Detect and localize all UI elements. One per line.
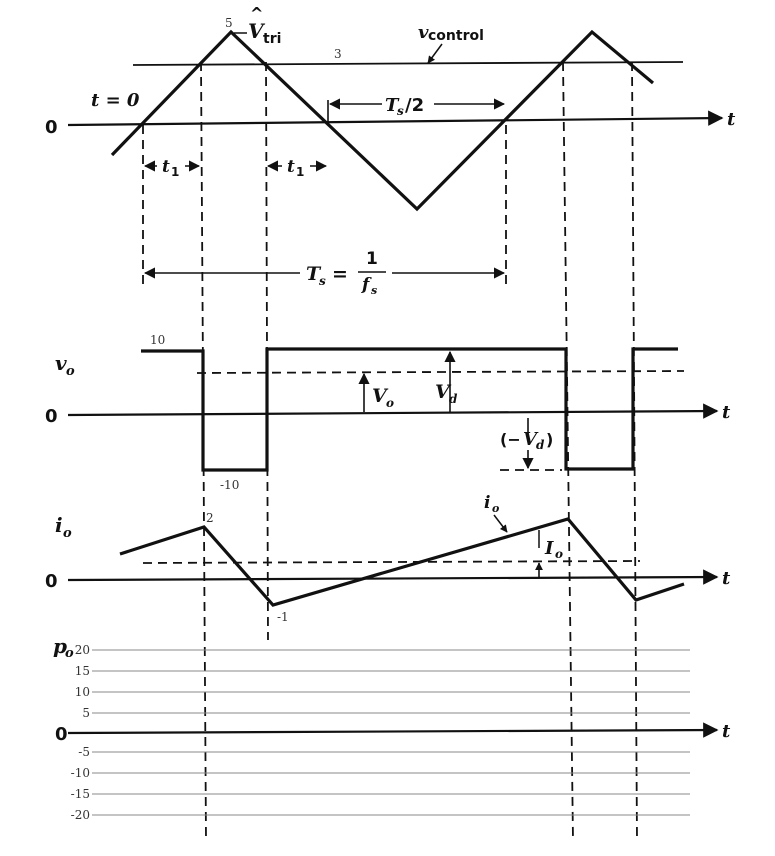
vo-average-line [196,370,685,374]
ts-denominator-sub: s [371,284,377,297]
ts-eq-sign: = [332,263,348,285]
po-grid-label: 20 [75,643,90,657]
ts-label: T [306,263,322,285]
po-grid-label: -5 [78,745,90,759]
t1-label-right-sub: 1 [296,165,304,179]
vo-time-axis [67,403,719,419]
ts-denominator: f [361,275,372,295]
neg-Vd-open: (− [500,430,521,449]
ts-half-label: T [385,95,400,116]
neg-Vd-label-sub: d [536,438,545,452]
io-min-annotation: -1 [277,610,289,624]
vo-high-annotation: 10 [150,333,165,347]
control-signal-line [132,61,684,66]
io-zero-label: 0 [45,571,58,592]
vtri-label-sub: tri [263,31,281,47]
po-axis-label: p [53,634,67,658]
guide-line-a [200,61,207,841]
io-curve-label: i [484,493,490,513]
vcontrol-label: v [418,22,429,43]
io-t-axis-label: t [722,568,731,589]
po-t-axis-label: t [722,721,731,742]
vtri-hat: ^ [250,4,263,23]
vo-axis-label-sub: o [66,364,75,379]
control-level-annotation: 3 [334,47,342,61]
po-grid [92,649,690,816]
carrier-panel: 0 t 5 ^ V tri 3 v control t = 0 T s /2 t… [45,4,736,297]
po-grid-label: 10 [75,685,90,699]
t-eq-0-label: t = 0 [91,90,140,111]
carrier-zero-label: 0 [45,117,58,138]
t1-label-left: t [162,157,170,177]
vo-panel: 0 t v o 10 -10 V o V d (− V d ) [45,333,731,492]
vo-t-axis-label: t [722,402,731,423]
vtri-label: V [248,19,266,43]
neg-Vd-close: ) [546,430,553,449]
vo-axis-label: v [55,351,67,375]
io-average-line [142,560,641,564]
io-current-waveform [119,517,685,607]
ts-half-label-suffix: /2 [405,95,424,116]
vcontrol-label-sub: control [428,28,484,44]
po-grid-label: -20 [71,808,90,822]
Vo-label: V [372,385,389,407]
switching-guide-lines [142,61,638,841]
po-axis-label-sub: o [65,646,74,661]
io-panel: 0 t i o 2 -1 i o I o [45,493,731,624]
po-grid-label: -15 [71,787,90,801]
io-curve-leader [493,514,508,533]
ts-numerator: 1 [366,249,378,269]
io-time-axis [67,569,719,585]
po-grid-label: 5 [82,706,90,720]
guide-line-e [631,61,638,841]
neg-Vd-label: V [523,429,539,450]
po-time-axis [67,722,719,738]
po-zero-label: 0 [55,724,68,745]
triangle-carrier-wave [110,29,655,212]
Vo-label-sub: o [386,396,394,410]
vo-low-annotation: -10 [220,478,239,492]
Vd-label: V [435,381,452,403]
ts-label-sub: s [319,274,326,288]
po-grid-label: -10 [71,766,90,780]
guide-line-d [562,61,574,841]
Io-label: I [544,538,554,559]
io-axis-label-sub: o [63,526,72,541]
vo-square-wave [141,347,678,472]
io-axis-label: i [55,513,63,537]
io-curve-label-sub: o [492,502,499,515]
po-panel: p o 20 15 10 5 -5 -10 -15 -20 0 t [53,634,731,822]
Io-label-sub: o [555,547,563,561]
vo-zero-label: 0 [45,406,58,427]
po-grid-label: 15 [75,664,90,678]
tri-peak-annotation: 5 [225,16,233,30]
carrier-time-axis [67,110,724,127]
io-peak-annotation: 2 [206,511,214,525]
t1-label-left-sub: 1 [171,165,179,179]
ts-half-label-sub: s [397,104,404,118]
Vd-label-sub: d [449,392,458,406]
carrier-t-axis-label: t [727,109,736,130]
t1-label-right: t [287,157,295,177]
vcontrol-leader [427,43,443,64]
